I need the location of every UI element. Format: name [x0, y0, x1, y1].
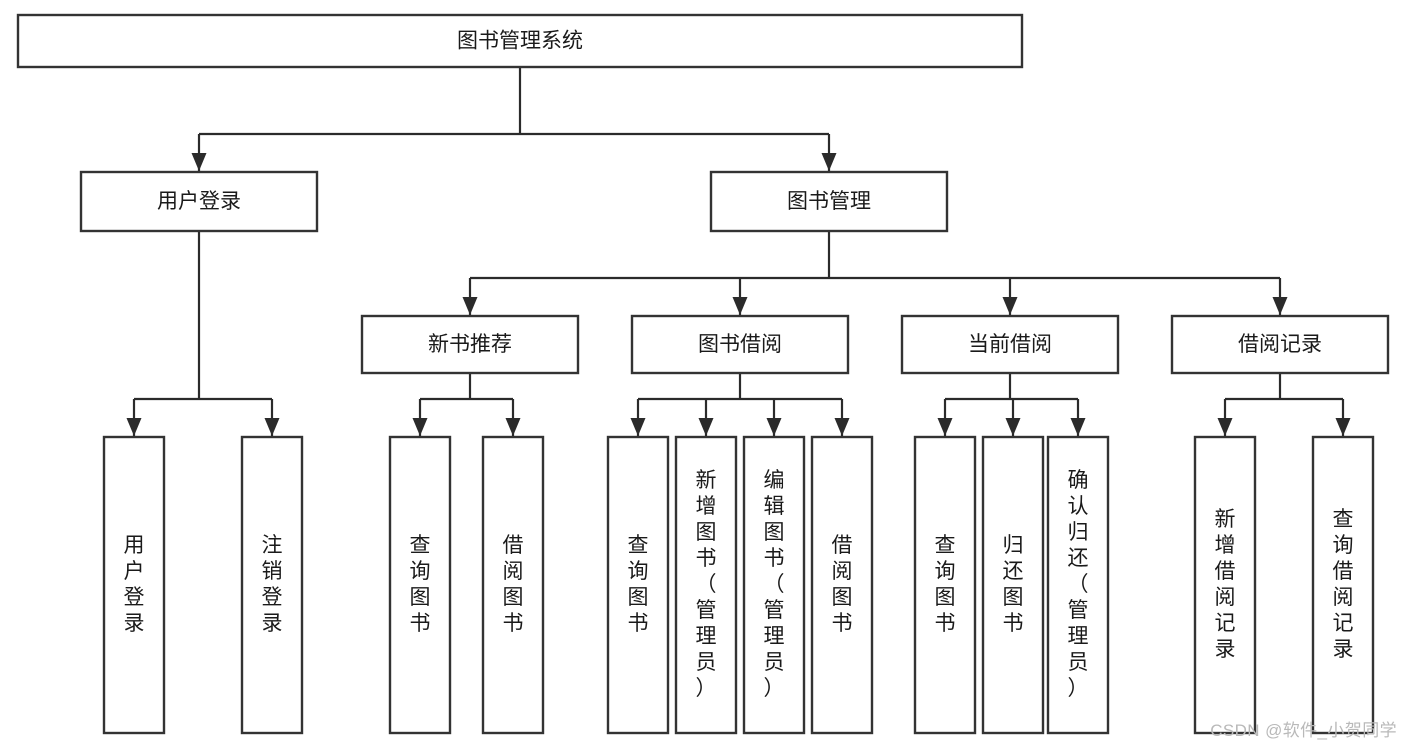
- node-box[interactable]: [742, 435, 806, 735]
- node-label: 借阅图书: [832, 534, 853, 635]
- arrow-head-icon: [412, 418, 428, 436]
- node-label: 图书管理系统: [457, 30, 583, 53]
- node-box[interactable]: [360, 314, 580, 375]
- arrow-head-icon: [1217, 418, 1233, 436]
- node-leaf-user-login[interactable]: 用户登录: [102, 435, 166, 735]
- node-label: 注销登录: [262, 534, 283, 635]
- node-label: 查询图书: [628, 534, 649, 635]
- csdn-watermark: CSDN @软件_小贺同学: [1210, 721, 1397, 740]
- node-label: 当前借阅: [968, 333, 1052, 356]
- node-leaf-query-record[interactable]: 查询借阅记录: [1311, 435, 1375, 735]
- node-box[interactable]: [630, 314, 850, 375]
- connector-group: [630, 373, 850, 436]
- node-box[interactable]: [16, 13, 1024, 69]
- arrow-head-icon: [1335, 418, 1351, 436]
- connector-group: [191, 67, 837, 171]
- node-leaf-query-book-rec[interactable]: 查询图书: [388, 435, 452, 735]
- node-box[interactable]: [606, 435, 670, 735]
- node-new-book-rec[interactable]: 新书推荐: [360, 314, 580, 375]
- node-leaf-borrow-book-rec[interactable]: 借阅图书: [481, 435, 545, 735]
- node-label: 查询借阅记录: [1333, 508, 1354, 661]
- node-leaf-logout[interactable]: 注销登录: [240, 435, 304, 735]
- node-box[interactable]: [981, 435, 1045, 735]
- connector-group: [937, 373, 1086, 436]
- node-box[interactable]: [79, 170, 319, 233]
- node-label: 新增图书（管理员）: [696, 469, 717, 700]
- node-current-borrow[interactable]: 当前借阅: [900, 314, 1120, 375]
- connector-layer: [126, 67, 1351, 436]
- node-label: 图书管理: [787, 190, 871, 213]
- node-label: 查询图书: [410, 534, 431, 635]
- node-label: 用户登录: [157, 190, 241, 213]
- node-box[interactable]: [709, 170, 949, 233]
- arrow-head-icon: [766, 418, 782, 436]
- arrow-head-icon: [505, 418, 521, 436]
- arrow-head-icon: [821, 153, 837, 171]
- node-leaf-edit-book[interactable]: 编辑图书（管理员）: [742, 435, 806, 735]
- node-leaf-return-book[interactable]: 归还图书: [981, 435, 1045, 735]
- arrow-head-icon: [1272, 297, 1288, 315]
- node-label: 借阅图书: [503, 534, 524, 635]
- connector-group: [412, 373, 521, 436]
- connector-group: [126, 231, 280, 436]
- node-book-manage[interactable]: 图书管理: [709, 170, 949, 233]
- node-box[interactable]: [674, 435, 738, 735]
- arrow-head-icon: [1002, 297, 1018, 315]
- node-box[interactable]: [1170, 314, 1390, 375]
- node-box[interactable]: [481, 435, 545, 735]
- arrow-head-icon: [264, 418, 280, 436]
- node-label: 确认归还（管理员）: [1068, 469, 1089, 700]
- node-leaf-query-book-cb[interactable]: 查询图书: [913, 435, 977, 735]
- connector-group: [462, 231, 1288, 315]
- node-box[interactable]: [240, 435, 304, 735]
- node-box[interactable]: [810, 435, 874, 735]
- arrow-head-icon: [126, 418, 142, 436]
- arrow-head-icon: [732, 297, 748, 315]
- node-label: 借阅记录: [1238, 333, 1322, 356]
- arrow-head-icon: [191, 153, 207, 171]
- arrow-head-icon: [1070, 418, 1086, 436]
- node-leaf-confirm-return[interactable]: 确认归还（管理员）: [1046, 435, 1110, 735]
- node-label: 查询图书: [935, 534, 956, 635]
- arrow-head-icon: [937, 418, 953, 436]
- node-label: 归还图书: [1003, 534, 1024, 635]
- node-box[interactable]: [388, 435, 452, 735]
- node-box[interactable]: [1311, 435, 1375, 735]
- node-leaf-query-book-bb[interactable]: 查询图书: [606, 435, 670, 735]
- node-label: 图书借阅: [698, 333, 782, 356]
- node-book-borrow[interactable]: 图书借阅: [630, 314, 850, 375]
- node-leaf-borrow-book-bb[interactable]: 借阅图书: [810, 435, 874, 735]
- node-label: 编辑图书（管理员）: [764, 469, 785, 700]
- arrow-head-icon: [462, 297, 478, 315]
- arrow-head-icon: [1005, 418, 1021, 436]
- arrow-head-icon: [630, 418, 646, 436]
- node-leaf-add-book[interactable]: 新增图书（管理员）: [674, 435, 738, 735]
- node-box[interactable]: [1193, 435, 1257, 735]
- arrow-head-icon: [834, 418, 850, 436]
- node-leaf-add-record[interactable]: 新增借阅记录: [1193, 435, 1257, 735]
- node-label: 用户登录: [124, 534, 145, 635]
- node-layer: 图书管理系统用户登录图书管理新书推荐图书借阅当前借阅借阅记录用户登录注销登录查询…: [16, 13, 1390, 735]
- node-box[interactable]: [102, 435, 166, 735]
- node-box[interactable]: [900, 314, 1120, 375]
- node-label: 新增借阅记录: [1215, 508, 1236, 661]
- node-root[interactable]: 图书管理系统: [16, 13, 1024, 69]
- node-user-login[interactable]: 用户登录: [79, 170, 319, 233]
- node-box[interactable]: [913, 435, 977, 735]
- node-box[interactable]: [1046, 435, 1110, 735]
- connector-group: [1217, 373, 1351, 436]
- node-borrow-record[interactable]: 借阅记录: [1170, 314, 1390, 375]
- arrow-head-icon: [698, 418, 714, 436]
- node-label: 新书推荐: [428, 333, 512, 356]
